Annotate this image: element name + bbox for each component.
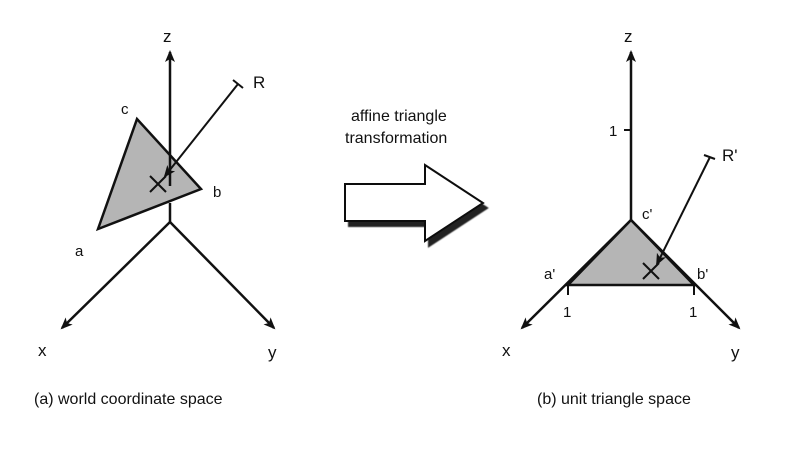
right-y-label: y bbox=[731, 343, 740, 362]
right-vertex-a-label: a' bbox=[544, 266, 555, 283]
transform: affine triangle transformation bbox=[344, 108, 485, 243]
right-z-label: z bbox=[624, 27, 633, 46]
right-vertex-c-label: c' bbox=[642, 206, 653, 223]
right-ray-tick bbox=[703, 154, 716, 160]
transform-arrow bbox=[344, 163, 485, 243]
left-z-label: z bbox=[163, 27, 172, 46]
left-ray-tick bbox=[232, 79, 244, 89]
right-y-tick-label: 1 bbox=[689, 304, 697, 321]
right-intersection-cross bbox=[642, 262, 660, 280]
left-x-axis bbox=[60, 221, 171, 330]
left-caption: (a) world coordinate space bbox=[34, 391, 223, 408]
right-x-tick-label: 1 bbox=[563, 304, 571, 321]
right-x-label: x bbox=[502, 341, 511, 360]
left-y-axis bbox=[169, 221, 276, 330]
left-x-label: x bbox=[38, 341, 47, 360]
right-diagram: z x y 1 1 1 a' b' c' R' (b) unit triangl… bbox=[502, 27, 741, 408]
left-vertex-a-label: a bbox=[75, 243, 84, 260]
left-ray-label: R bbox=[253, 73, 265, 92]
left-y-label: y bbox=[268, 343, 277, 362]
left-diagram: z x y a b c R (a) world coordinate space bbox=[34, 27, 277, 408]
right-ray bbox=[656, 156, 711, 266]
right-triangle bbox=[565, 218, 697, 287]
right-caption: (b) unit triangle space bbox=[537, 391, 691, 408]
left-vertex-c-label: c bbox=[121, 101, 129, 118]
left-triangle bbox=[95, 116, 204, 232]
left-vertex-b-label: b bbox=[213, 184, 221, 201]
left-ray bbox=[163, 83, 239, 178]
right-vertex-b-label: b' bbox=[697, 266, 708, 283]
transform-line-2: transformation bbox=[345, 130, 447, 147]
right-z-tick-label: 1 bbox=[609, 123, 617, 140]
left-intersection-cross bbox=[149, 175, 167, 193]
right-ray-label: R' bbox=[722, 146, 738, 165]
transform-line-1: affine triangle bbox=[351, 108, 447, 125]
